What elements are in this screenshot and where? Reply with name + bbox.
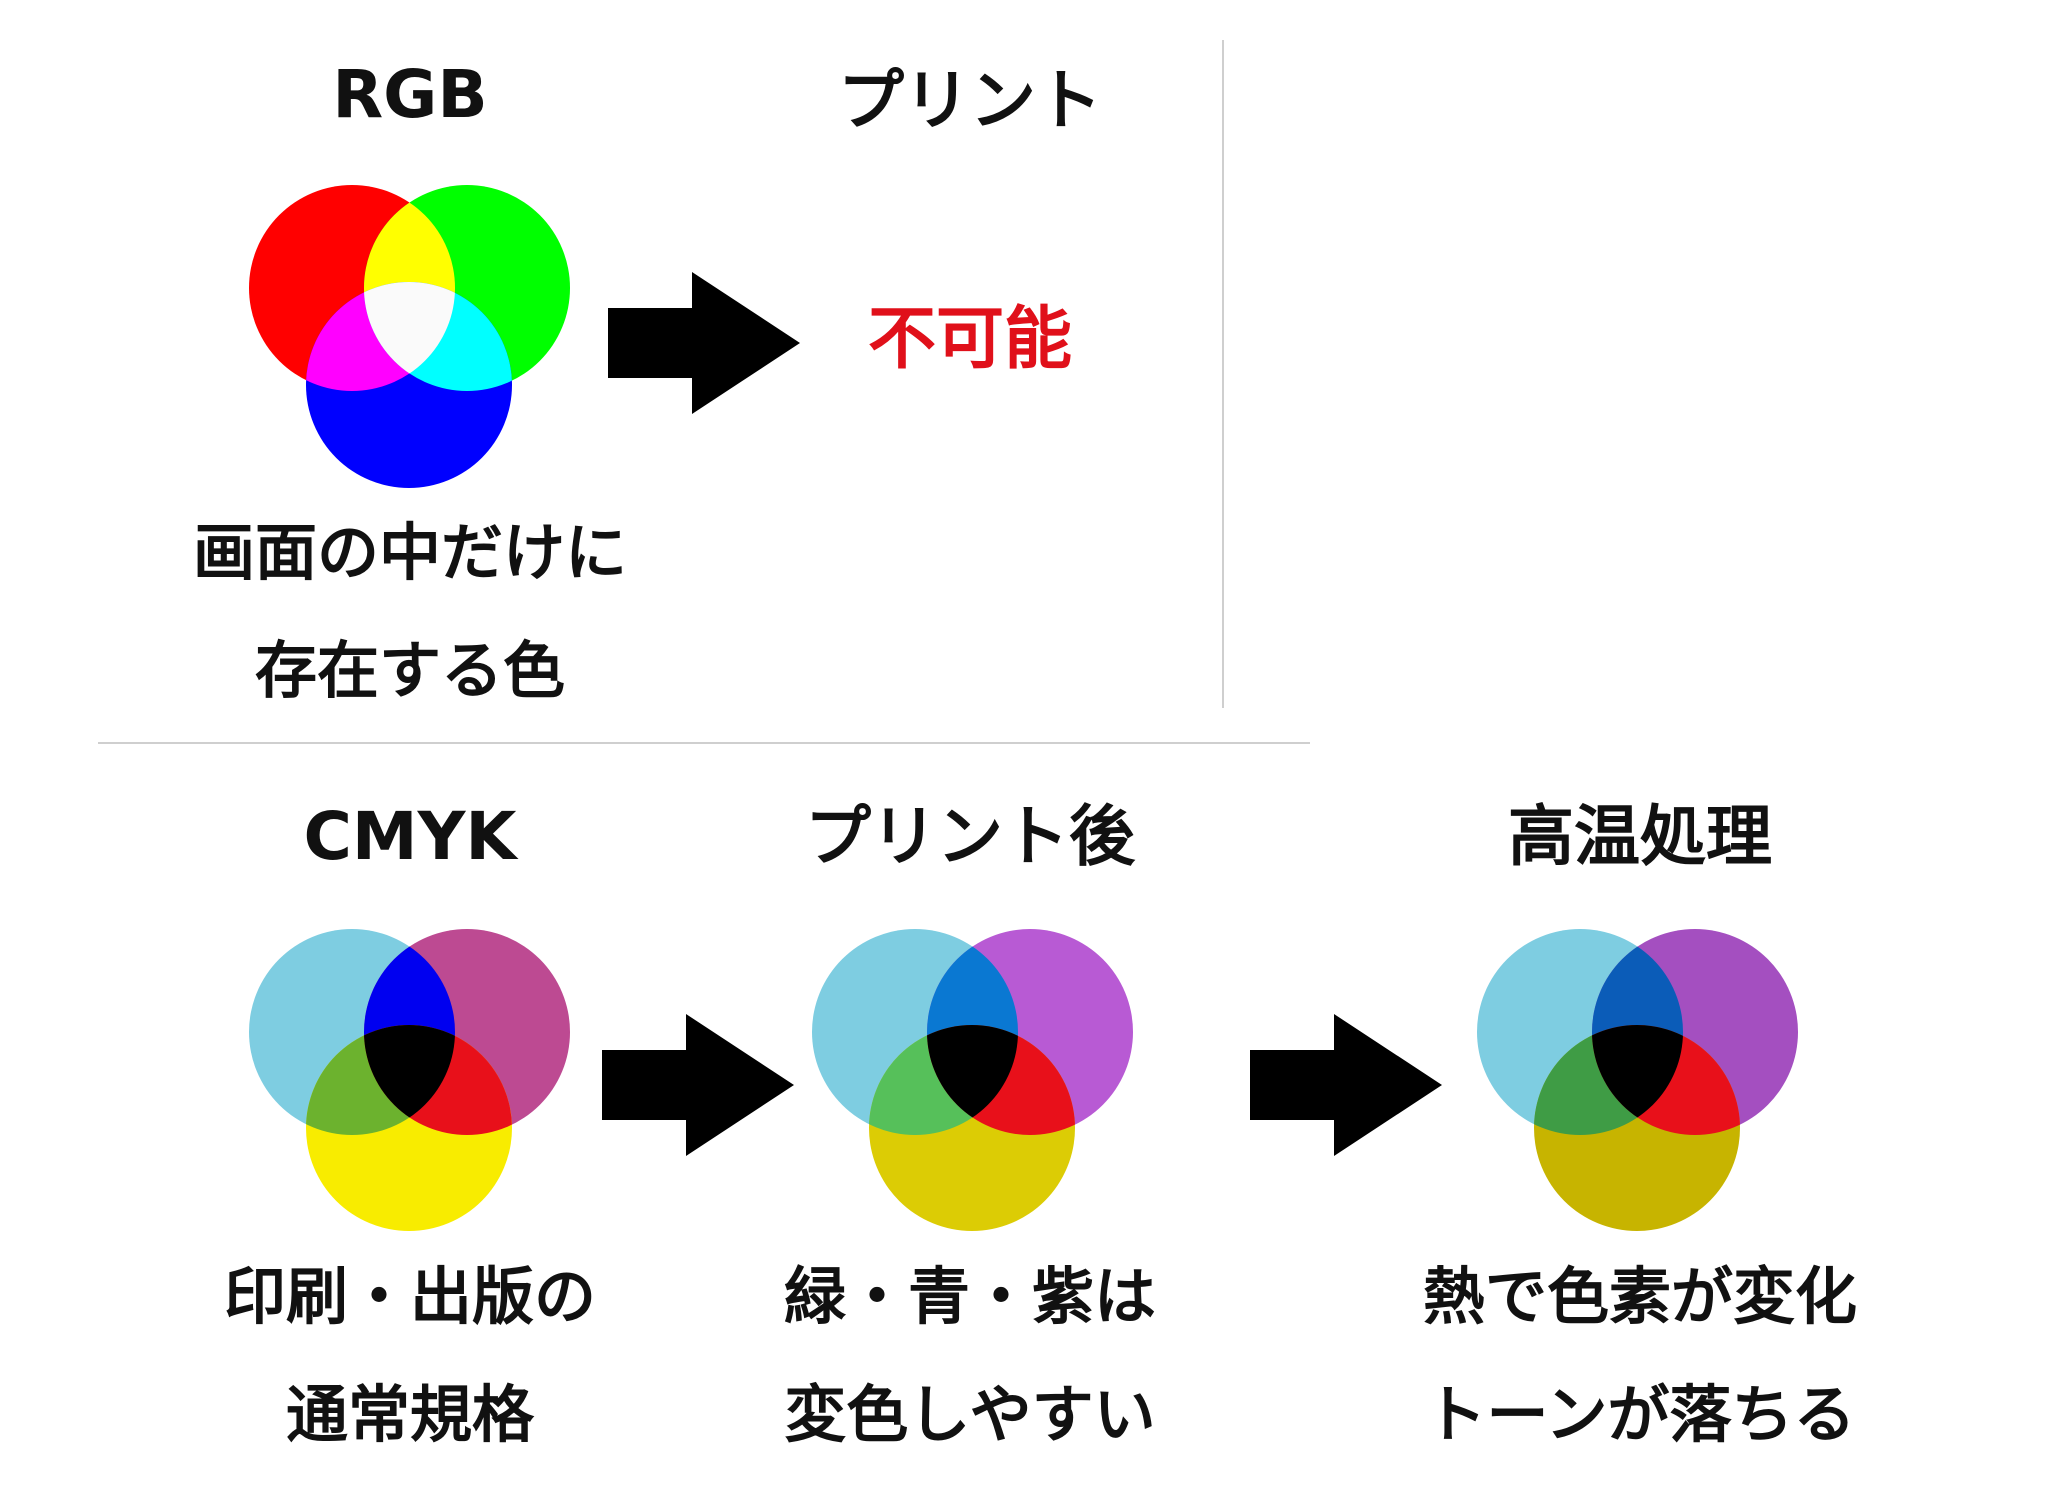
rgb-venn <box>249 185 570 488</box>
cmyk-title: CMYK <box>303 798 517 875</box>
arrow-right-icon <box>608 272 800 414</box>
heat-caption-line-1: 熱で色素が変化 <box>1422 1260 1857 1333</box>
impossible-text: 不可能 <box>867 300 1072 379</box>
after-print-venn <box>812 929 1133 1231</box>
arrow-right-icon <box>602 1014 794 1156</box>
rgb-caption-line-2: 存在する色 <box>254 634 565 707</box>
heat-caption-line-2: トーンが落ちる <box>1424 1378 1856 1451</box>
after-print-caption-line-1: 緑・青・紫は <box>783 1260 1156 1333</box>
heat-venn <box>1477 929 1798 1231</box>
cmyk-caption-line-1: 印刷・出版の <box>223 1260 596 1333</box>
heat-title: 高温処理 <box>1508 798 1772 875</box>
rgb-title: RGB <box>332 56 488 133</box>
vertical-divider <box>1222 40 1224 708</box>
rgb-caption-line-1: 画面の中だけに <box>192 516 627 589</box>
after-print-title: プリント後 <box>805 798 1135 875</box>
arrow-right-icon <box>1250 1014 1442 1156</box>
cmyk-venn <box>249 929 570 1231</box>
print-title: プリント <box>838 62 1102 139</box>
horizontal-divider <box>98 742 1310 744</box>
cmyk-caption-line-2: 通常規格 <box>285 1378 534 1451</box>
after-print-caption-line-2: 変色しやすい <box>784 1378 1156 1451</box>
